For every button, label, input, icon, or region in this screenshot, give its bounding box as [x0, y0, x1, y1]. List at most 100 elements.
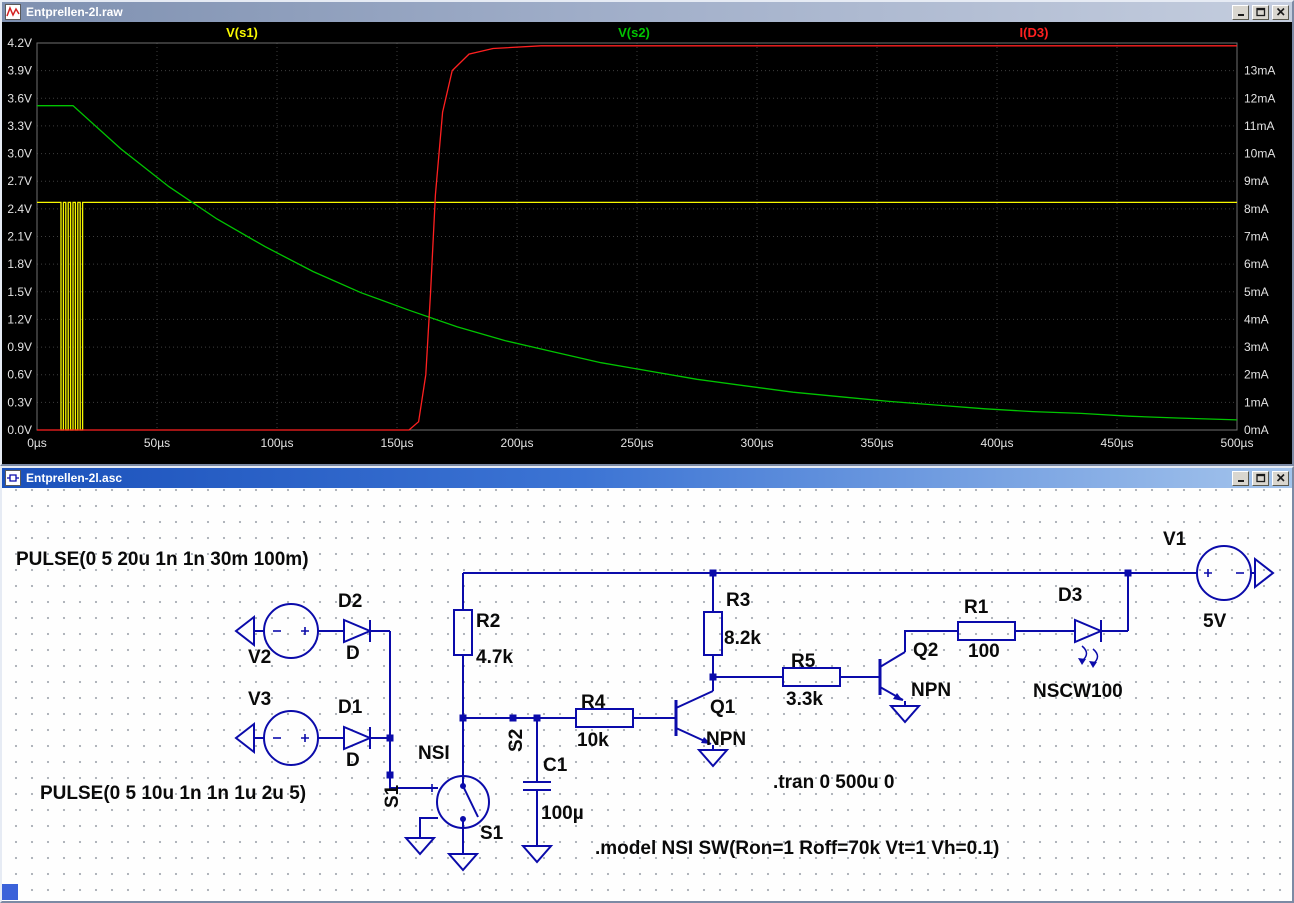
component-Q2[interactable]	[880, 652, 905, 701]
svg-text:400µs: 400µs	[981, 436, 1014, 450]
label-v3[interactable]: V3	[248, 690, 271, 709]
wires[interactable]	[254, 573, 1255, 854]
component-S1-switch[interactable]	[428, 776, 489, 828]
plus-mark-icon	[428, 784, 436, 792]
component-D3[interactable]	[1075, 620, 1101, 668]
minimize-button[interactable]	[1232, 471, 1249, 486]
svg-text:1.8V: 1.8V	[7, 257, 32, 271]
trace-label[interactable]: V(s1)	[226, 25, 258, 40]
label-r3[interactable]: R3	[726, 591, 750, 610]
label-r1[interactable]: R1	[964, 598, 988, 617]
minimize-button[interactable]	[1232, 5, 1249, 20]
value-v1[interactable]: 5V	[1203, 612, 1226, 631]
value-d3[interactable]: NSCW100	[1033, 682, 1123, 701]
svg-text:0.3V: 0.3V	[7, 395, 32, 409]
window-corner-accent	[2, 884, 18, 900]
trace-V(s2)[interactable]	[37, 106, 1237, 420]
close-button[interactable]	[1272, 471, 1289, 486]
label-c1[interactable]: C1	[543, 756, 567, 775]
value-d2[interactable]: D	[346, 644, 360, 663]
label-q1[interactable]: Q1	[710, 698, 735, 717]
component-C1[interactable]	[523, 782, 551, 790]
close-icon	[1276, 473, 1286, 483]
label-r2[interactable]: R2	[476, 612, 500, 631]
component-V3[interactable]	[264, 711, 318, 765]
ground-icon	[449, 854, 477, 870]
schematic-doc-icon	[5, 470, 21, 486]
svg-text:2.4V: 2.4V	[7, 202, 32, 216]
label-v1[interactable]: V1	[1163, 530, 1186, 549]
plus-mark-icon	[301, 627, 309, 635]
net-label-s2[interactable]: S2	[507, 729, 526, 752]
label-d2[interactable]: D2	[338, 592, 362, 611]
ground-symbols[interactable]	[236, 559, 1273, 870]
value-d1[interactable]: D	[346, 751, 360, 770]
value-r2[interactable]: 4.7k	[476, 648, 513, 667]
component-V1[interactable]	[1197, 546, 1251, 600]
value-r4[interactable]: 10k	[577, 731, 609, 750]
value-s1-model[interactable]: NSI	[418, 744, 450, 763]
close-button[interactable]	[1272, 5, 1289, 20]
label-r4[interactable]: R4	[581, 693, 605, 712]
component-R2[interactable]	[454, 610, 472, 655]
waveform-window: Entprellen-2l.raw 0µs50µs100µs150µs200µs…	[0, 0, 1294, 466]
minimize-icon	[1236, 7, 1246, 17]
svg-text:300µs: 300µs	[741, 436, 774, 450]
svg-text:3.3V: 3.3V	[7, 119, 32, 133]
svg-text:200µs: 200µs	[501, 436, 534, 450]
svg-text:8mA: 8mA	[1244, 202, 1269, 216]
waveform-window-title: Entprellen-2l.raw	[26, 5, 123, 19]
waveform-titlebar[interactable]: Entprellen-2l.raw	[2, 2, 1292, 22]
schematic-titlebar[interactable]: Entprellen-2l.asc	[2, 468, 1292, 488]
minimize-icon	[1236, 473, 1246, 483]
directive-pulse-v2[interactable]: PULSE(0 5 20u 1n 1n 30m 100m)	[16, 550, 309, 569]
svg-text:1.5V: 1.5V	[7, 285, 32, 299]
ground-icon	[236, 724, 254, 752]
trace-label[interactable]: I(D3)	[1020, 25, 1049, 40]
ground-icon	[1255, 559, 1273, 587]
plot-area[interactable]: 0µs50µs100µs150µs200µs250µs300µs350µs400…	[2, 22, 1292, 464]
value-q1[interactable]: NPN	[706, 730, 746, 749]
ground-icon	[891, 706, 919, 722]
label-d1[interactable]: D1	[338, 698, 362, 717]
label-s1[interactable]: S1	[480, 824, 503, 843]
svg-text:11mA: 11mA	[1244, 119, 1274, 133]
svg-text:2mA: 2mA	[1244, 368, 1269, 382]
svg-text:250µs: 250µs	[621, 436, 654, 450]
svg-text:3.6V: 3.6V	[7, 91, 32, 105]
svg-text:4mA: 4mA	[1244, 312, 1269, 326]
svg-text:3.0V: 3.0V	[7, 147, 32, 161]
component-D1[interactable]	[344, 727, 370, 749]
svg-text:12mA: 12mA	[1244, 91, 1275, 105]
value-r5[interactable]: 3.3k	[786, 690, 823, 709]
label-r5[interactable]: R5	[791, 652, 815, 671]
value-q2[interactable]: NPN	[911, 681, 951, 700]
svg-text:150µs: 150µs	[381, 436, 414, 450]
value-r1[interactable]: 100	[968, 642, 1000, 661]
svg-text:100µs: 100µs	[261, 436, 294, 450]
label-d3[interactable]: D3	[1058, 586, 1082, 605]
svg-text:500µs: 500µs	[1221, 436, 1254, 450]
trace-label[interactable]: V(s2)	[618, 25, 650, 40]
svg-text:450µs: 450µs	[1101, 436, 1134, 450]
directive-pulse-v3[interactable]: PULSE(0 5 10u 1n 1n 1u 2u 5)	[40, 784, 306, 803]
svg-text:5mA: 5mA	[1244, 285, 1269, 299]
label-q2[interactable]: Q2	[913, 641, 938, 660]
waveform-plot[interactable]: 0µs50µs100µs150µs200µs250µs300µs350µs400…	[2, 22, 1292, 464]
directive-model[interactable]: .model NSI SW(Ron=1 Roff=70k Vt=1 Vh=0.1…	[595, 839, 999, 858]
component-R3[interactable]	[704, 612, 722, 655]
maximize-button[interactable]	[1252, 5, 1269, 20]
directive-tran[interactable]: .tran 0 500u 0	[773, 773, 894, 792]
svg-text:0.0V: 0.0V	[7, 423, 32, 437]
value-c1[interactable]: 100µ	[541, 804, 584, 823]
schematic-canvas[interactable]: PULSE(0 5 20u 1n 1n 30m 100m) PULSE(0 5 …	[2, 488, 1292, 901]
label-v2[interactable]: V2	[248, 648, 271, 667]
component-R1[interactable]	[958, 622, 1015, 640]
svg-text:3mA: 3mA	[1244, 340, 1269, 354]
value-r3[interactable]: 8.2k	[724, 629, 761, 648]
svg-text:7mA: 7mA	[1244, 230, 1269, 244]
maximize-button[interactable]	[1252, 471, 1269, 486]
component-D2[interactable]	[344, 620, 370, 642]
net-label-s1[interactable]: S1	[383, 785, 402, 808]
component-V2[interactable]	[264, 604, 318, 658]
